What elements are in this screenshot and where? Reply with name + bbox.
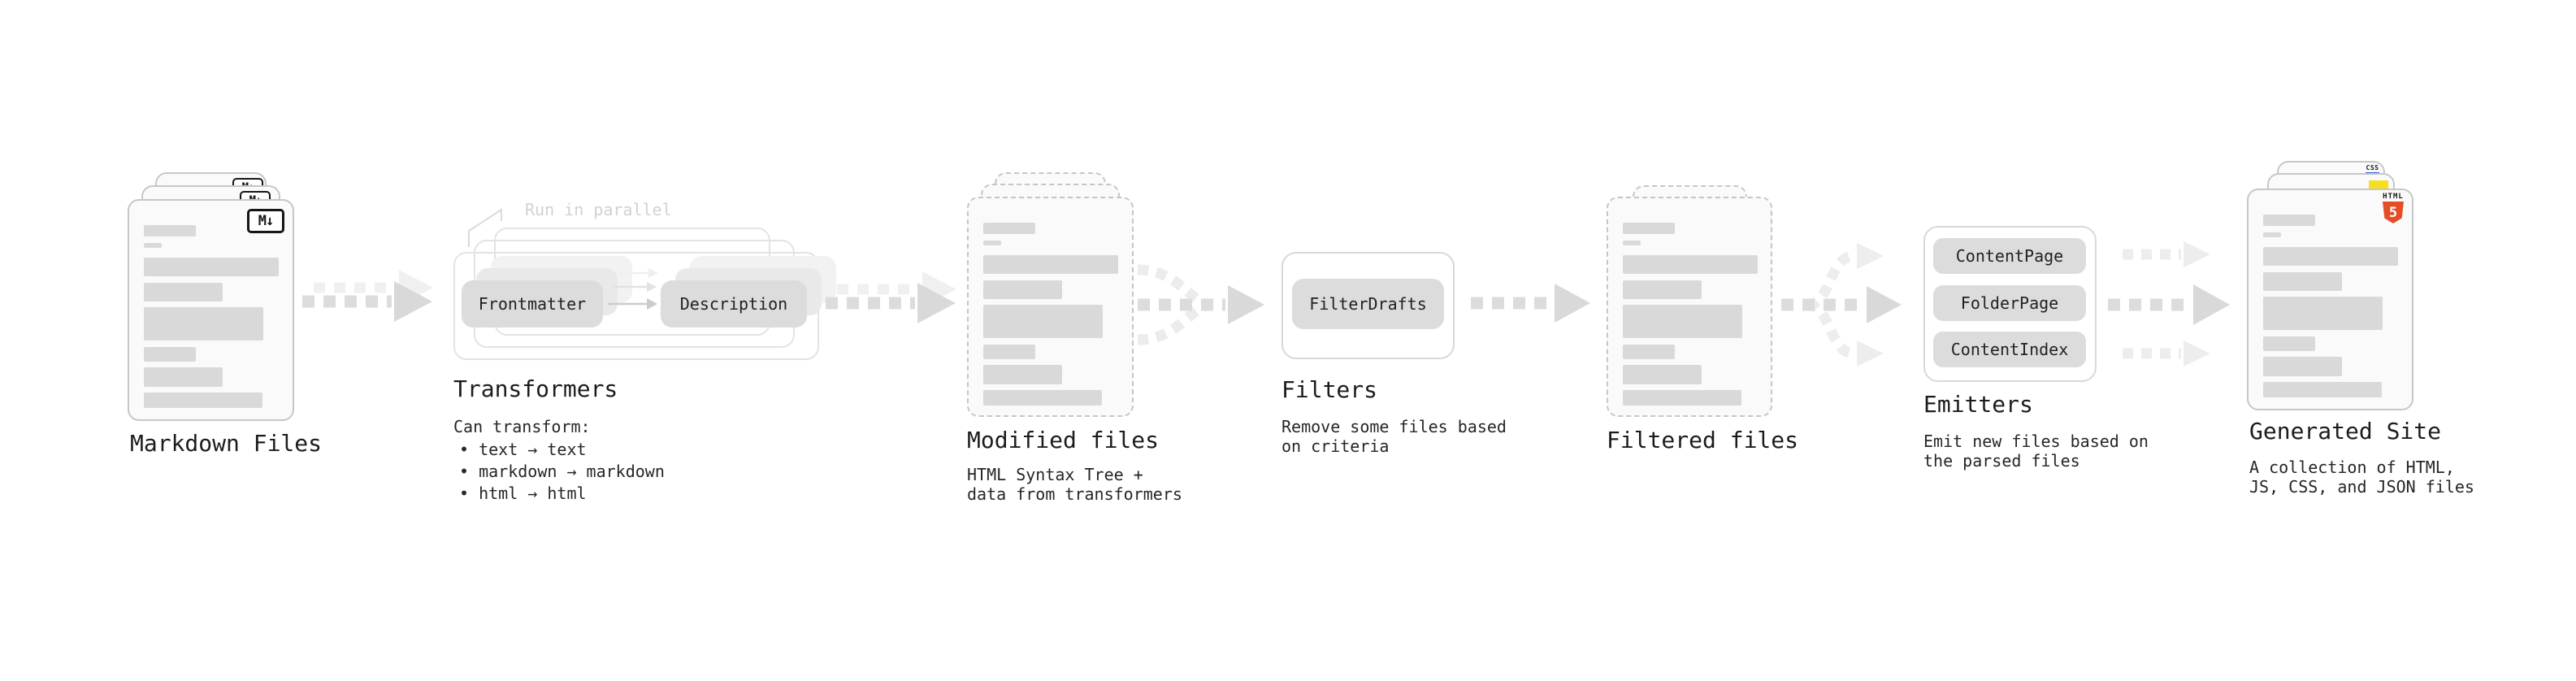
arrow-filters-to-filtered [1471,284,1590,323]
arrow-markdown-to-transformers [302,270,433,322]
css-icon-label: CSS [2366,164,2379,171]
html5-icon: HTML 5 [2383,193,2404,223]
placeholder-bar [144,243,162,248]
placeholder-bar [1623,280,1702,299]
run-in-parallel-note: Run in parallel [525,200,672,219]
transformers-bullets: • text → text • markdown → markdown • ht… [459,439,665,505]
markdown-files-title: Markdown Files [130,430,323,457]
js-icon [2369,180,2388,190]
placeholder-bar [1623,223,1675,234]
modified-files-description: HTML Syntax Tree + data from transformer… [967,465,1182,504]
arrow-emitters-to-generated [2108,241,2230,367]
placeholder-bar [983,255,1118,274]
generated-site-title: Generated Site [2249,418,2442,445]
placeholder-bar [983,223,1035,234]
placeholder-bar [983,345,1035,359]
frontmatter-to-description-arrows [608,268,658,310]
html5-icon-label: HTML [2383,193,2404,201]
placeholder-bar [144,367,223,387]
placeholder-bar [1623,241,1641,245]
modified-file-card [967,197,1134,417]
placeholder-bar [2263,232,2281,237]
arrow-filtered-to-emitters [1781,243,1902,367]
placeholder-bar [1623,255,1758,274]
emitter-pill-folderpage: FolderPage [1933,285,2086,321]
bullet-item: • text → text [459,440,587,459]
bullet-item: • html → html [459,484,587,503]
emitter-pill-contentindex: ContentIndex [1933,332,2086,367]
placeholder-bar [983,280,1062,299]
emitter-pill-contentpage: ContentPage [1933,238,2086,274]
placeholder-bar [2263,272,2342,291]
generated-site-description: A collection of HTML, JS, CSS, and JSON … [2249,458,2474,497]
transformers-desc-heading: Can transform: [453,417,591,436]
placeholder-bar [2263,297,2383,330]
placeholder-bar [2263,382,2382,397]
placeholder-bar [1623,390,1741,406]
filter-pill-filterdrafts: FilterDrafts [1292,279,1444,329]
filtered-file-card [1607,197,1772,417]
modified-files-title: Modified files [967,427,1160,453]
generated-html-card: HTML 5 [2247,189,2413,410]
markdown-icon: M↓ [247,209,284,233]
filtered-files-title: Filtered files [1607,427,1799,453]
placeholder-bar [2263,336,2315,351]
filters-description: Remove some files based on criteria [1281,417,1507,456]
transformers-title: Transformers [453,375,618,402]
placeholder-bar [144,258,279,276]
placeholder-bar [983,305,1103,338]
placeholder-bar [144,347,196,362]
arrow-transformers-to-modified [826,271,956,323]
placeholder-bar [1623,365,1702,384]
placeholder-bar [2263,247,2398,266]
placeholder-bar [144,225,196,236]
placeholder-bar [1623,345,1675,359]
placeholder-bar [144,283,223,301]
placeholder-bar [2263,357,2342,376]
transformer-pill-description: Description [661,280,807,327]
filters-title: Filters [1281,376,1378,403]
placeholder-bar [2263,215,2315,226]
run-in-parallel-callout-line [468,208,502,247]
transformer-pill-frontmatter: Frontmatter [462,280,603,327]
html5-icon-shield: 5 [2383,202,2404,223]
placeholder-bar [144,393,262,408]
bullet-item: • markdown → markdown [459,462,665,481]
placeholder-bar [1623,305,1742,338]
placeholder-bar [983,241,1001,245]
markdown-file-card: M↓ [128,199,294,421]
placeholder-bar [983,365,1062,384]
placeholder-bar [144,307,263,340]
arrow-modified-to-filters [1137,264,1264,345]
emitters-title: Emitters [1923,391,2033,418]
emitters-description: Emit new files based on the parsed files [1923,432,2149,471]
placeholder-bar [983,390,1102,406]
